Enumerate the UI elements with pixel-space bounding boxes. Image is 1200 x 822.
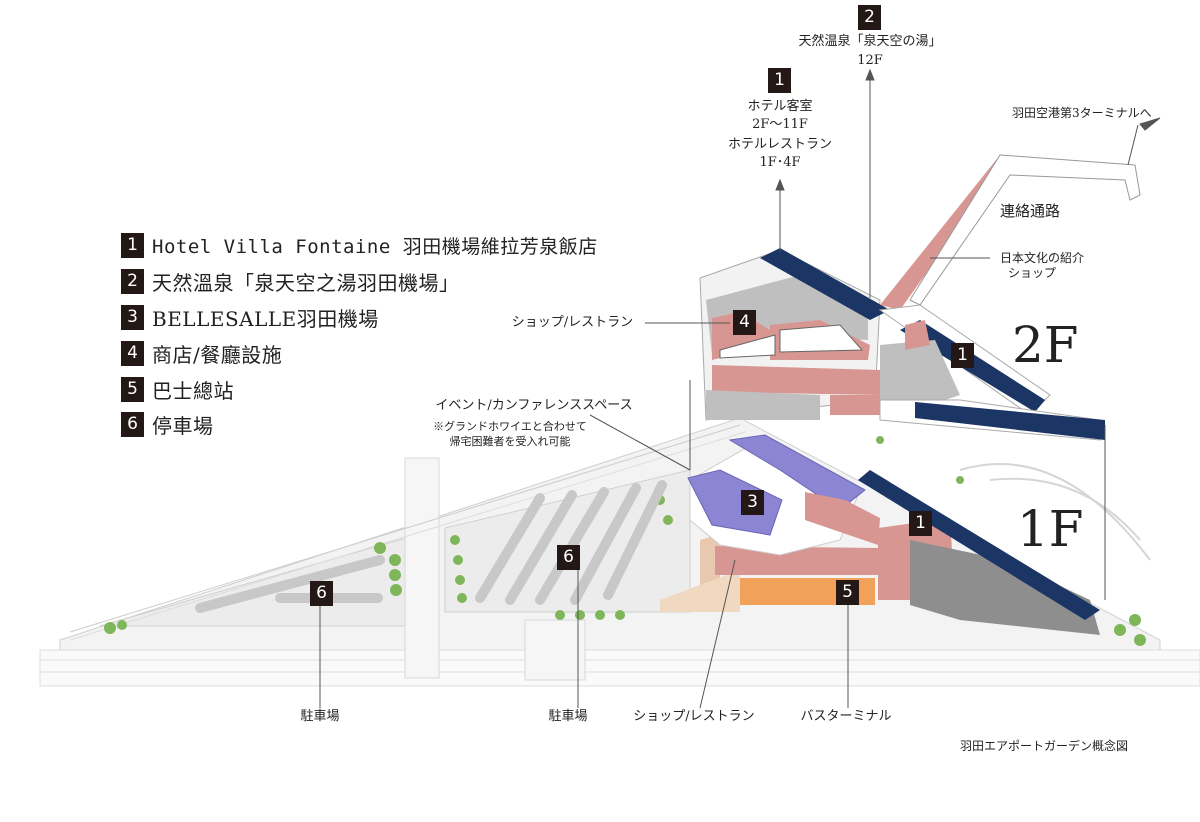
legend-number: 3 [121,304,144,330]
ground-floor-buildings [660,434,1100,635]
connecting-passage-label: 連絡通路 [1000,202,1061,220]
legend-label: Hotel Villa Fontaine 羽田機場維拉芳泉飯店 [152,236,598,259]
marker-4: 4 [733,310,756,335]
legend-number: 1 [121,233,144,259]
upper-floor-buildings [699,154,1141,441]
shop-restaurant-2f-label: ショップ/レストラン [511,315,634,330]
legend: 1 Hotel Villa Fontaine 羽田機場維拉芳泉飯店 2 天然溫泉… [121,228,598,443]
legend-item-hotel: 1 Hotel Villa Fontaine 羽田機場維拉芳泉飯店 [121,228,598,264]
japan-culture-shop-label: ショップ [1008,266,1057,280]
event-space-label: イベント/カンファレンススペース [435,398,633,413]
legend-item-shops: 4 商店/餐廳設施 [121,335,598,371]
event-note-2: 帰宅困難者を受入れ可能 [449,435,571,448]
marker-3: 3 [741,490,764,515]
parking-center-label: 駐車場 [548,709,588,724]
legend-number: 2 [121,269,144,295]
legend-label: 天然溫泉「泉天空之湯羽田機場」 [152,271,460,296]
hotel-rooms-label: ホテル客室 [747,99,813,114]
japan-culture-label: 日本文化の紹介 [1000,251,1085,265]
event-note-1: ※グランドホワイエと合わせて [433,420,587,433]
shop-restaurant-1f-label: ショップ/レストラン [633,709,755,724]
legend-item-parking: 6 停車場 [121,407,598,443]
floor-label-2f: 2F [1012,316,1079,374]
marker-1-upper: 1 [951,343,974,368]
legend-number: 6 [121,412,144,438]
hotel-rooms-floor: 2F～11F [752,117,808,132]
marker-1-lower: 1 [909,511,932,536]
legend-label: BELLESALLE羽田機場 [152,306,379,331]
leader-lines [319,68,1161,709]
legend-number: 4 [121,340,144,366]
onsen-callout-name: 天然温泉「泉天空の湯」 [798,34,942,49]
legend-label: 巴士總站 [152,378,234,403]
legend-item-bellesalle: 3 BELLESALLE羽田機場 [121,300,598,336]
legend-item-onsen: 2 天然溫泉「泉天空之湯羽田機場」 [121,264,598,300]
hotel-callout-number: 1 [768,68,791,93]
marker-6-center: 6 [557,545,580,570]
hotel-restaurant-floor: 1F･4F [759,155,801,170]
floor-label-1f: 1F [1017,500,1084,558]
legend-item-bus: 5 巴士總站 [121,371,598,407]
terminal3-label: 羽田空港第3ターミナルへ [1012,106,1152,120]
hotel-restaurant-label: ホテルレストラン [727,137,832,152]
legend-label: 商店/餐廳設施 [152,342,283,367]
parking-stripes [195,480,667,613]
marker-6-left: 6 [310,581,333,606]
parking-left-label: 駐車場 [300,709,340,724]
legend-label: 停車場 [152,414,214,439]
map-caption: 羽田エアポートガーデン概念図 [959,739,1128,753]
marker-5: 5 [836,580,859,605]
onsen-callout-floor: 12F [857,53,883,68]
bus-terminal-label: バスターミナル [800,709,892,724]
onsen-callout-number: 2 [858,5,881,30]
legend-number: 5 [121,376,144,402]
